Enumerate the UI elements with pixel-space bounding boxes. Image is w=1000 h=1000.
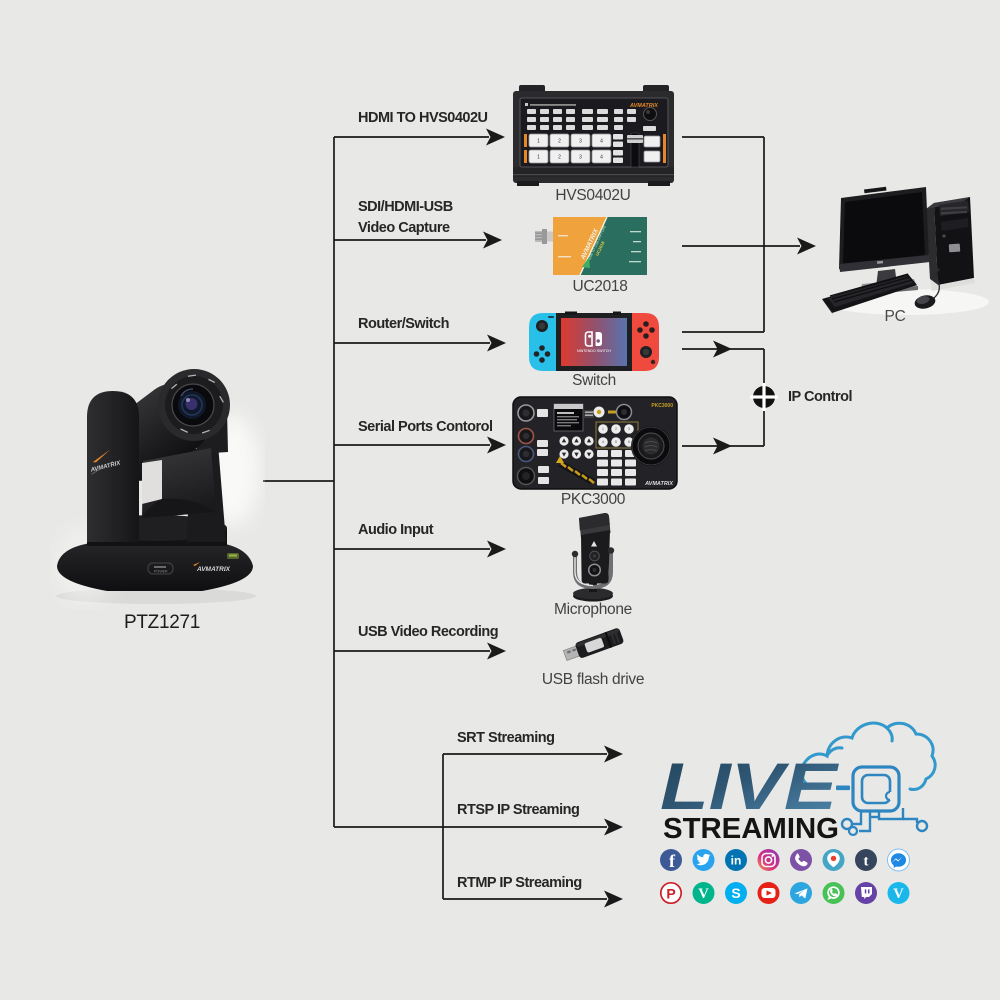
svg-text:AVMATRIX: AVMATRIX — [644, 481, 673, 487]
svg-text:AVMATRIX: AVMATRIX — [629, 103, 658, 109]
svg-text:UC2018: UC2018 — [595, 240, 606, 257]
svg-text:6: 6 — [628, 440, 630, 444]
svg-text:3: 3 — [628, 427, 630, 431]
svg-text:PKC3000: PKC3000 — [651, 403, 673, 409]
svg-text:in: in — [731, 854, 742, 868]
svg-text:1: 1 — [537, 139, 540, 145]
svg-text:t: t — [864, 854, 869, 870]
svg-text:S: S — [731, 885, 740, 901]
svg-text:4: 4 — [600, 155, 603, 161]
svg-text:5: 5 — [615, 440, 617, 444]
svg-text:1: 1 — [602, 427, 604, 431]
svg-text:f: f — [669, 851, 676, 871]
svg-text:V: V — [698, 886, 709, 902]
svg-text:V: V — [893, 886, 904, 902]
svg-text:STREAMING: STREAMING — [663, 813, 839, 845]
svg-text:POWER: POWER — [154, 570, 168, 574]
svg-text:4: 4 — [602, 440, 604, 444]
svg-text:2: 2 — [558, 155, 561, 161]
svg-text:3: 3 — [579, 139, 582, 145]
svg-text:2: 2 — [558, 139, 561, 145]
svg-text:2: 2 — [615, 427, 617, 431]
svg-text:4: 4 — [600, 139, 603, 145]
svg-text:P: P — [666, 886, 675, 902]
svg-text:NINTENDO SWITCH: NINTENDO SWITCH — [577, 349, 611, 353]
svg-text:LIVE: LIVE — [660, 749, 839, 823]
svg-text:AVMATRIX: AVMATRIX — [196, 566, 231, 573]
svg-text:1: 1 — [537, 155, 540, 161]
svg-text:3: 3 — [579, 155, 582, 161]
